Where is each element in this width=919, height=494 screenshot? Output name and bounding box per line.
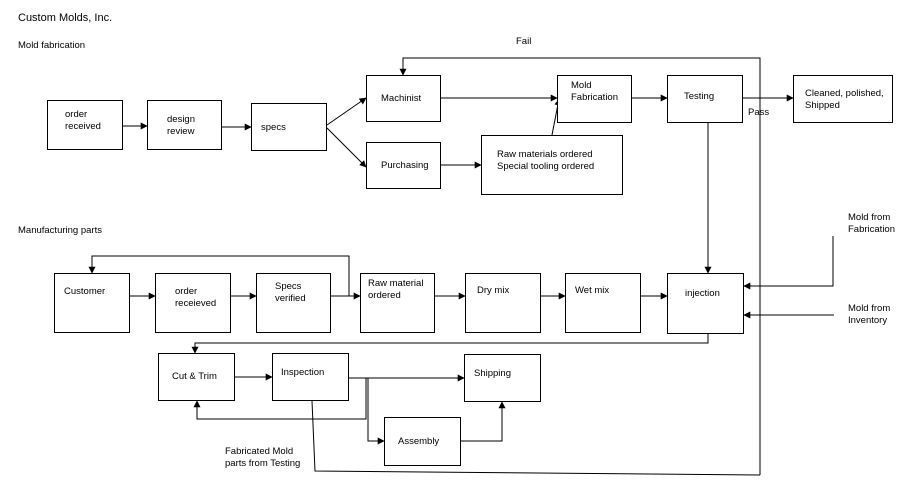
box-wet-mix-label: Wet mix [575, 285, 610, 296]
box-assembly: Assembly [384, 417, 461, 466]
box-cleaned-polished-shipped-label: Cleaned, polished, Shipped [805, 88, 884, 111]
arrow-mold-from-fabrication [743, 236, 834, 290]
label-mold-from-inventory: Mold from Inventory [848, 303, 891, 326]
label-fail: Fail [516, 36, 532, 47]
box-purchasing-label: Purchasing [381, 160, 429, 171]
box-raw-materials-tooling-label: Raw materials ordered Special tooling or… [497, 149, 595, 172]
section-mold-fabrication: Mold fabrication [18, 40, 86, 51]
box-customer-label: Customer [64, 286, 106, 297]
label-fabricated-parts: Fabricated Mold parts from Testing [225, 446, 301, 469]
box-design-review: design review [147, 100, 222, 150]
box-cut-trim: Cut & Trim [158, 353, 235, 401]
box-dry-mix: Dry mix [465, 273, 541, 333]
box-wet-mix: Wet mix [565, 273, 641, 333]
box-machinist-label: Machinist [381, 93, 422, 104]
box-assembly-label: Assembly [398, 436, 440, 447]
box-order-received: order received [47, 100, 123, 150]
arrow-injection-to-cuttrim [191, 334, 709, 354]
box-mold-fabrication: Mold Fabrication [557, 75, 632, 123]
box-order-received-label: order received [65, 109, 101, 132]
box-specs-verified: Specs verified [256, 273, 331, 333]
box-shipping-label: Shipping [474, 368, 511, 379]
box-cleaned-polished-shipped: Cleaned, polished, Shipped [793, 75, 893, 123]
box-order-receieved-label: order receieved [175, 286, 217, 309]
box-dry-mix-label: Dry mix [477, 285, 510, 296]
box-raw-material-ordered-label: Raw material ordered [368, 278, 424, 301]
arrow-specs-to-purchasing [326, 127, 367, 168]
box-order-receieved: order receieved [155, 273, 231, 333]
box-purchasing: Purchasing [366, 142, 441, 189]
box-specs-label: specs [261, 122, 286, 133]
arrow-inspection-to-assembly [367, 378, 385, 445]
box-machinist: Machinist [366, 75, 441, 122]
box-inspection: Inspection [272, 353, 349, 401]
box-injection-label: injection [685, 288, 720, 299]
box-specs: specs [251, 103, 327, 151]
box-mold-fabrication-label: Mold Fabrication [571, 80, 618, 103]
box-injection: injection [667, 273, 744, 334]
box-raw-materials-tooling: Raw materials ordered Special tooling or… [481, 135, 623, 195]
box-testing: Testing [667, 75, 743, 123]
arrow-specs-to-machinist [326, 97, 367, 126]
box-shipping: Shipping [464, 354, 541, 402]
box-customer: Customer [54, 273, 130, 333]
arrow-assembly-to-shipping [461, 401, 506, 442]
box-testing-label: Testing [684, 91, 715, 102]
company-title: Custom Molds, Inc. [18, 12, 113, 24]
line-fabricated-parts-loop [311, 400, 761, 476]
label-mold-from-fabrication: Mold from Fabrication [848, 212, 895, 235]
box-specs-verified-label: Specs verified [275, 281, 306, 304]
box-raw-material-ordered: Raw material ordered [360, 273, 435, 333]
box-design-review-label: design review [167, 114, 195, 137]
box-cut-trim-label: Cut & Trim [172, 371, 217, 382]
section-manufacturing-parts: Manufacturing parts [18, 225, 102, 236]
arrow-specsverified-to-customer [88, 255, 350, 296]
label-pass: Pass [748, 107, 770, 118]
box-inspection-label: Inspection [281, 367, 325, 378]
arrow-inspection-to-cuttrim [193, 378, 367, 420]
